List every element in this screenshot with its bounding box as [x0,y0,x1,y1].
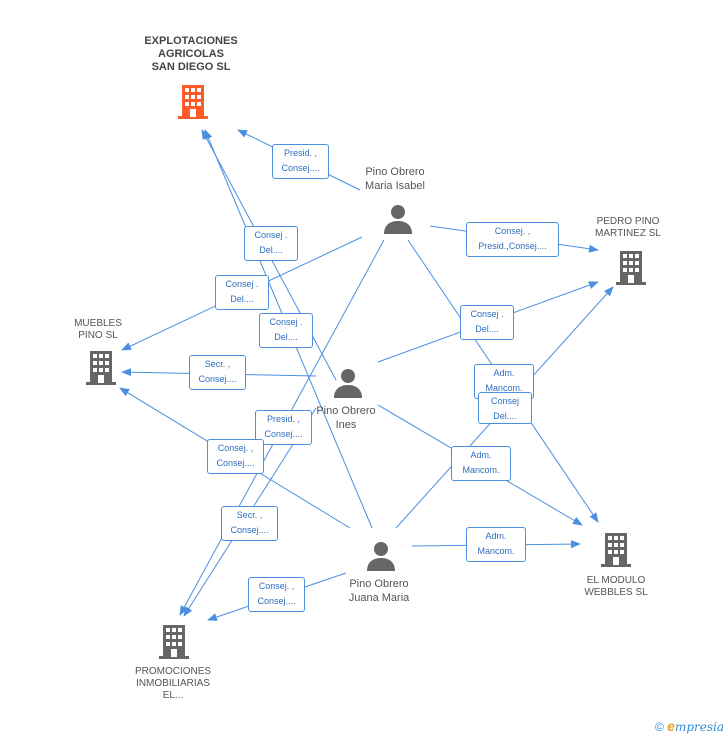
relation-label[interactable]: Consej. , Presid.,Consej.... [466,222,559,257]
company-label: PROMOCIONES INMOBILIARIAS EL... [134,666,212,701]
company-label: EXPLOTACIONES AGRICOLAS SAN DIEGO SL [144,35,238,73]
company-label: EL MODULO WEBBLES SL [584,575,648,598]
person-icon [384,205,412,234]
brand-logo-initial: e [667,718,675,734]
relation-label[interactable]: Secr. , Consej.... [189,355,246,390]
copyright-symbol: © [654,720,664,734]
relation-label[interactable]: Consej . Del.... [460,305,514,340]
building-icon [86,351,116,385]
person-label: Pino Obrero Ines [316,405,376,431]
relation-label[interactable]: Presid. , Consej.... [272,144,329,179]
relation-label[interactable]: Presid. , Consej.... [255,410,312,445]
building-icon [616,251,646,285]
person-icon [334,369,362,398]
relation-label[interactable]: Consej . Del.... [259,313,313,348]
relation-label[interactable]: Adm. Mancom. [451,446,511,481]
relation-label[interactable]: Consej Del.... [478,392,532,424]
relation-label[interactable]: Consej. , Consej.... [207,439,264,474]
building-icon [601,533,631,567]
relation-label[interactable]: Secr. , Consej.... [221,506,278,541]
company-label: PEDRO PINO MARTINEZ SL [595,216,661,239]
relation-label[interactable]: Adm. Mancom. [466,527,526,562]
relation-label[interactable]: Consej . Del.... [244,226,298,261]
person-label: Pino Obrero Juana Maria [348,578,410,604]
brand-name: mpresia [674,720,724,734]
relation-label[interactable]: Consej. , Consej.... [248,577,305,612]
relation-label[interactable]: Consej . Del.... [215,275,269,310]
building-icon [159,625,189,659]
building-icon [178,85,208,119]
company-label: MUEBLES PINO SL [74,318,122,341]
person-label: Pino Obrero Maria Isabel [365,166,425,192]
footer-brand: © empresia [655,718,724,734]
person-icon [367,542,395,571]
